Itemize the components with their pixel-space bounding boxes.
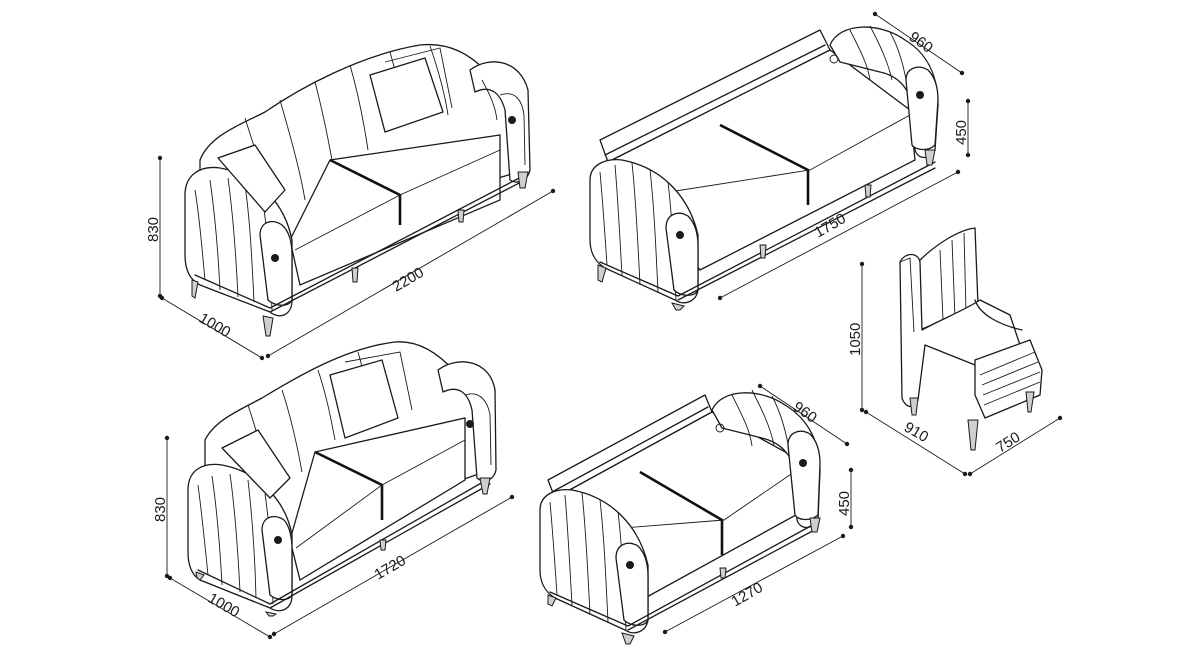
chair-height-label: 1050 — [847, 323, 864, 356]
sofa2-height-label: 830 — [152, 497, 169, 522]
sofa-bed-large-dimensions: 960 450 1750 — [717, 11, 971, 301]
sofa2-width-label: 1720 — [372, 552, 409, 583]
sofa-bed-large — [589, 25, 939, 311]
sofa3-height-label: 830 — [145, 217, 162, 242]
sofa-three-seater — [184, 43, 531, 337]
chair-depth-label: 910 — [901, 419, 931, 446]
bed2-height-label: 450 — [836, 491, 853, 516]
chair-width-label: 750 — [993, 429, 1023, 457]
bed-height-label: 450 — [953, 120, 970, 145]
bed2-width-label: 1270 — [729, 579, 766, 610]
sofa3-depth-label: 1000 — [196, 310, 233, 341]
sofa-two-seater — [187, 341, 497, 617]
sofa3-width-label: 2200 — [390, 264, 427, 295]
sofa-bed-small — [539, 389, 821, 645]
wingback-chair — [899, 227, 1043, 451]
